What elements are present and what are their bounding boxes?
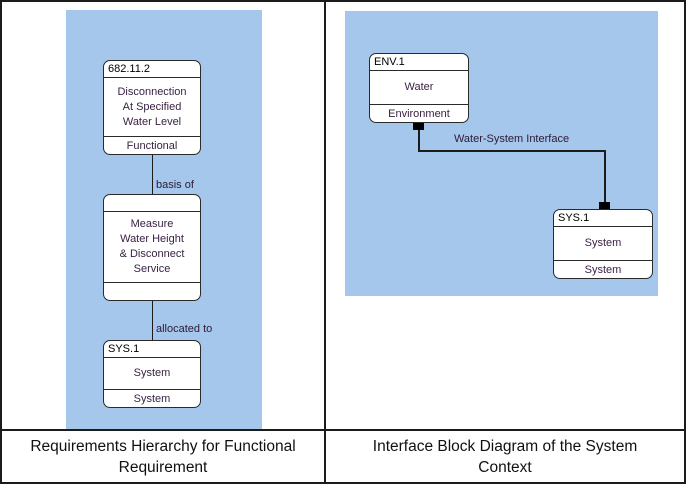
- interface-connector-segment: [418, 150, 605, 152]
- action-node-title: Measure Water Height & Disconnect Servic…: [119, 218, 185, 275]
- system-node-right: SYS.1 System System: [553, 209, 653, 279]
- system-node-left-type: System: [104, 389, 200, 407]
- column-divider: [324, 2, 326, 482]
- basis-of-connector: [151, 155, 153, 194]
- action-node-type: [104, 282, 200, 300]
- interface-connector-segment: [418, 130, 420, 151]
- system-node-right-number: SYS.1: [554, 210, 652, 227]
- system-node-left-number: SYS.1: [104, 341, 200, 358]
- requirement-node-number: 682.11.2: [104, 61, 200, 78]
- action-node-number: [104, 195, 200, 212]
- environment-port: [413, 123, 424, 130]
- environment-node-title: Water: [404, 81, 434, 93]
- environment-node-number: ENV.1: [370, 54, 468, 71]
- system-port: [599, 202, 610, 209]
- system-node-right-title: System: [584, 237, 622, 249]
- interface-connector-segment: [604, 150, 606, 202]
- action-node: Measure Water Height & Disconnect Servic…: [103, 194, 201, 301]
- environment-node-type: Environment: [370, 104, 468, 122]
- environment-node: ENV.1 Water Environment: [369, 53, 469, 123]
- system-node-left: SYS.1 System System: [103, 340, 201, 408]
- requirement-node-title: Disconnection At Specified Water Level: [117, 85, 187, 128]
- requirement-node-type: Functional: [104, 136, 200, 154]
- right-caption: Interface Block Diagram of the System Co…: [372, 437, 638, 476]
- requirement-node: 682.11.2 Disconnection At Specified Wate…: [103, 60, 201, 155]
- interface-label: Water-System Interface: [453, 133, 570, 145]
- system-node-left-title: System: [133, 367, 171, 379]
- allocated-to-connector: [151, 301, 153, 340]
- caption-row-divider: [2, 429, 684, 431]
- allocated-to-label: allocated to: [156, 323, 213, 335]
- basis-of-label: basis of: [156, 179, 194, 191]
- system-node-right-type: System: [554, 260, 652, 278]
- left-caption: Requirements Hierarchy for Functional Re…: [30, 437, 296, 476]
